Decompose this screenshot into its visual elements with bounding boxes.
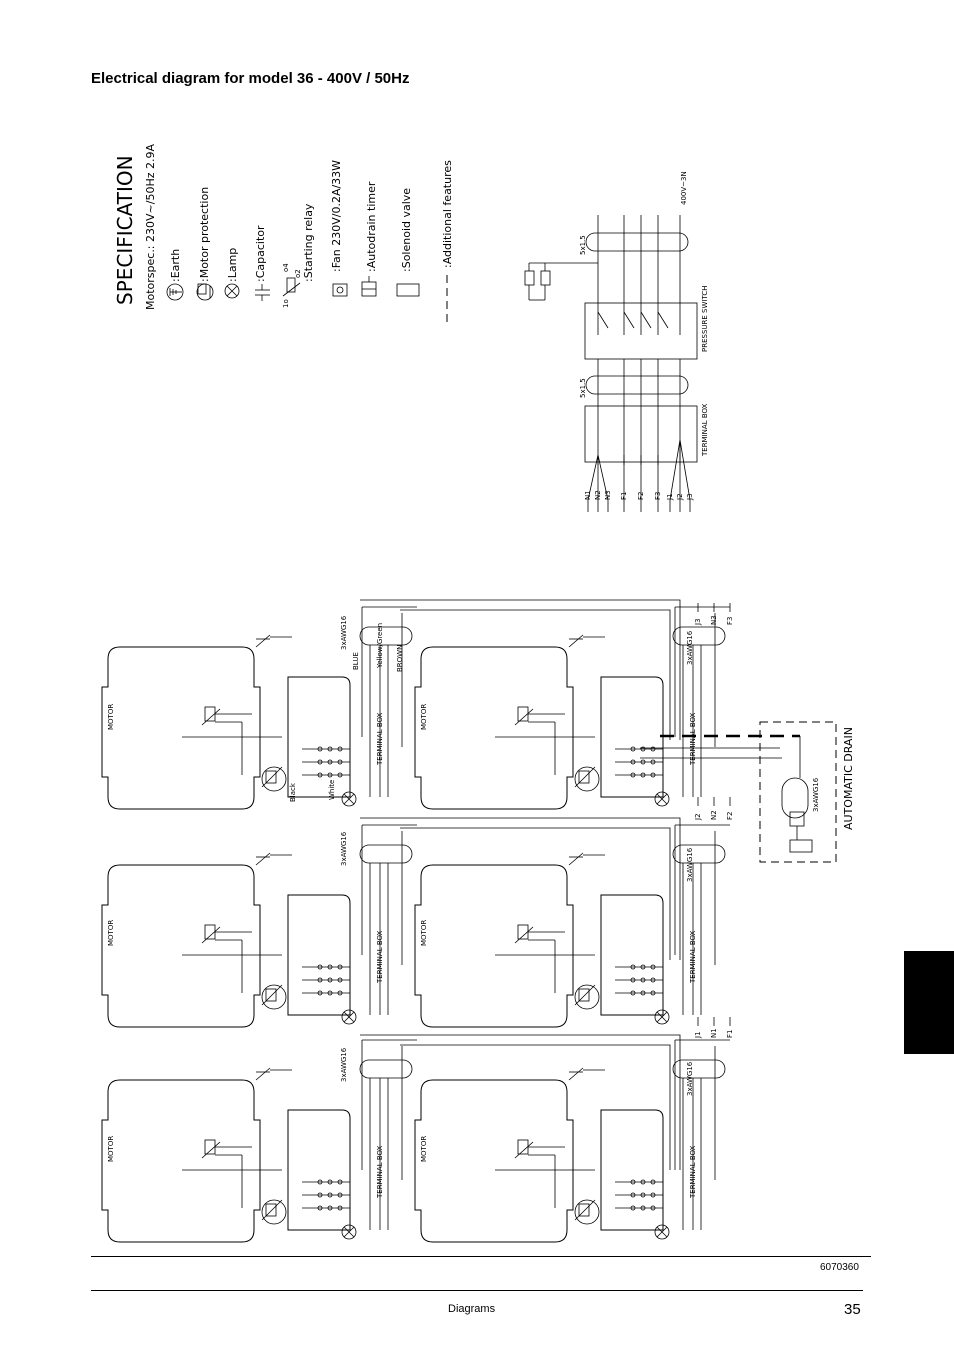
fuse-1 [524,270,535,286]
motor-labels: MOTOR MOTOR MOTOR MOTOR MOTOR MOTOR [107,704,428,1162]
figure-code: 6070360 [820,1262,859,1273]
legend-capacitor-label: :Capacitor [254,225,267,282]
motor-label-6: MOTOR [420,1136,428,1162]
unit-terminal-J1: J1 [694,1031,702,1039]
fan-symbol-icon [332,283,348,297]
supply-terminal-box-label: TERMINAL BOX [701,403,709,457]
svg-text:o4: o4 [282,263,290,272]
unit-terminal-N2: N2 [710,810,718,820]
voltage-label: 400V~3N [680,171,688,205]
specification-heading: SPECIFICATION [113,155,137,305]
motor-protection-symbol-icon [196,283,214,301]
motor-unit-1 [101,606,418,810]
cable-mid [585,375,689,395]
autodrain-timer-symbol-icon [361,276,377,297]
unit-cable-labels: 3xAWG16 3xAWG16 3xAWG16 3xAWG16 3xAWG16 … [289,615,694,1096]
supply-terminal-N3: N3 [604,490,612,500]
supply-diagram: 5x1.5 400V~3N PRESSURE SWITCH 5x1.5 TERM… [524,171,709,512]
unit-cable-label-4: 3xAWG16 [686,847,694,882]
unit-terminal-box-label-1: TERMINAL BOX [376,712,384,766]
wire-brown-label: BROWN [396,645,404,672]
supply-terminal-F3: F3 [654,492,662,500]
legend-autodrain-label: :Autodrain timer [365,181,378,272]
lamp-symbol-icon [224,283,240,299]
wire-white-label: White [328,780,336,800]
unit-terminal-box-label-3: TERMINAL BOX [376,930,384,984]
motor-unit-5 [101,1039,418,1243]
unit-cable-label-5: 3xAWG16 [340,1047,348,1082]
supply-terminal-N2: N2 [594,490,602,500]
legend-motor-protection-label: :Motor protection [198,187,211,282]
specification-legend: SPECIFICATION Motorspec.: 230V~/50Hz 2.9… [113,144,454,322]
unit-terminal-F3: F3 [726,617,734,625]
unit-terminal-J3: J3 [694,618,702,626]
unit-terminal-box-label-2: TERMINAL BOX [689,712,697,766]
pressure-switch-label: PRESSURE SWITCH [701,286,709,352]
motor-unit-3 [101,824,418,1028]
supply-terminal-F2: F2 [637,492,645,500]
wire-blue-label: BLUE [352,652,360,670]
footer-label: Diagrams [448,1303,496,1315]
wire-yellow-green-label: Yellow/Green [376,623,384,669]
legend-starting-relay-label: :Starting relay [302,203,315,282]
unit-terminal-F1: F1 [726,1030,734,1038]
unit-terminal-F2: F2 [726,812,734,820]
figure-rule [91,1256,871,1257]
unit-terminal-box-label-5: TERMINAL BOX [376,1145,384,1199]
motor-unit-6 [414,1039,731,1243]
cable-mid-label: 5x1.5 [579,378,587,398]
unit-terminal-J2: J2 [694,813,702,821]
capacitor-symbol-icon [255,284,270,301]
automatic-drain-box [759,721,837,863]
automatic-drain-cable-label: 3xAWG16 [812,777,820,812]
motor-label-1: MOTOR [107,704,115,730]
legend-additional-features-label: :Additional features [441,160,454,268]
unit-cable-label-6: 3xAWG16 [686,1061,694,1096]
automatic-drain-label: AUTOMATIC DRAIN [842,727,855,830]
motor-label-5: MOTOR [107,1136,115,1162]
earth-symbol-icon [166,283,184,301]
supply-terminal-N1: N1 [584,490,592,500]
legend-lamp-label: :Lamp [226,248,239,282]
unit-cable-label-2: 3xAWG16 [686,630,694,665]
automatic-drain: 3xAWG16 AUTOMATIC DRAIN [640,721,855,863]
supply-terminal-F1: F1 [620,492,628,500]
legend-solenoid-label: :Solenoid valve [400,188,413,272]
page-title: Electrical diagram for model 36 - 400V /… [91,70,410,87]
supply-terminal-J3: J3 [686,493,694,501]
page-number: 35 [844,1301,861,1318]
unit-terminals: J3 N3 F3 J2 N2 F2 J1 N1 F1 [694,603,734,1039]
motor-label-3: MOTOR [107,920,115,946]
unit-terminal-box-labels: TERMINAL BOX TERMINAL BOX TERMINAL BOX T… [376,712,697,1199]
supply-terminal-J2: J2 [676,493,684,501]
wire-black-label: Black [289,782,297,802]
starting-relay-symbol-icon: 1o o4 o2 [282,263,302,308]
legend-earth-label: :Earth [169,249,182,282]
motorspec-text: Motorspec.: 230V~/50Hz 2.9A [144,144,157,310]
unit-terminal-box-label-6: TERMINAL BOX [689,1145,697,1199]
svg-text:o2: o2 [294,269,302,278]
cable-top-label: 5x1.5 [579,235,587,255]
solenoid-valve-symbol-icon [396,283,420,297]
motor-unit-4 [414,824,731,1028]
unit-terminal-N3: N3 [710,615,718,625]
unit-cable-label-1: 3xAWG16 [340,615,348,650]
motor-label-4: MOTOR [420,920,428,946]
svg-text:1o: 1o [282,299,290,308]
supply-terminal-J1: J1 [666,493,674,501]
unit-cable-label-3: 3xAWG16 [340,831,348,866]
motor-label-2: MOTOR [420,704,428,730]
footer-rule [91,1290,863,1291]
cable-top [585,232,689,252]
motor-unit-2 [414,606,731,810]
legend-fan-label: :Fan 230V/0.2A/33W [330,160,343,272]
section-tab [904,951,954,1054]
row-wiring [360,599,681,1170]
unit-terminal-box-label-4: TERMINAL BOX [689,930,697,984]
unit-terminal-N1: N1 [710,1028,718,1038]
fuse-2 [540,270,551,286]
